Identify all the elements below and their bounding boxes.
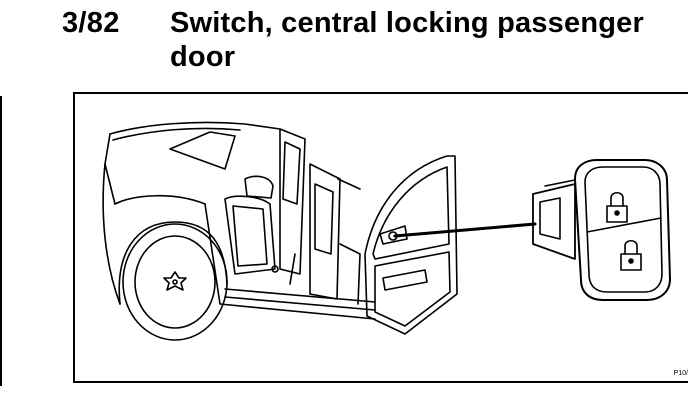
car-body-icon (102, 121, 376, 320)
front-door-icon (364, 155, 458, 335)
unlock-icon (620, 239, 642, 271)
figure-number: 3/82 (62, 7, 120, 39)
image-reference-code: P10/ (673, 370, 688, 377)
illustration-frame: P10/ (73, 92, 688, 383)
leader-line (393, 222, 537, 238)
wheel-icon (118, 221, 228, 341)
central-lock-switch-icon (532, 159, 671, 301)
page-title: Switch, central locking passenger door (170, 7, 644, 73)
margin-rule (0, 96, 2, 386)
lock-icon (606, 191, 628, 223)
car-door-illustration (102, 121, 671, 341)
